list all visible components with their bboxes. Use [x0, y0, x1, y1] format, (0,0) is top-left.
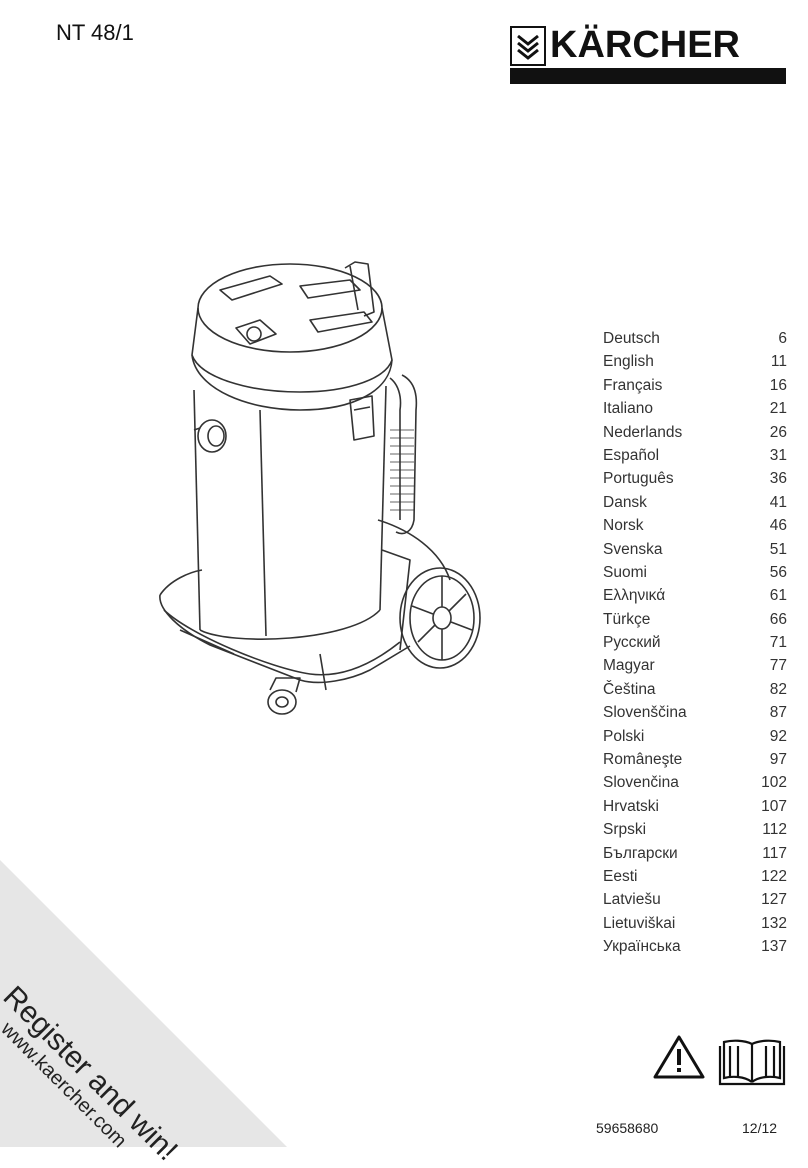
toc-language: Slovenčina: [603, 774, 679, 792]
toc-row[interactable]: Dansk 41: [603, 494, 787, 517]
toc-row[interactable]: Slovenščina 87: [603, 704, 787, 727]
toc-page-number: 41: [769, 493, 787, 511]
toc-language: Norsk: [603, 517, 644, 535]
toc-row[interactable]: Українська 137: [603, 938, 787, 961]
toc-language: Čeština: [603, 680, 656, 698]
toc-page-number: 127: [761, 891, 787, 909]
toc-language: Italiano: [603, 400, 653, 418]
toc-page-number: 6: [778, 330, 787, 347]
toc-language: Български: [603, 844, 678, 862]
toc-row[interactable]: Polski 92: [603, 728, 787, 751]
toc-page-number: 26: [769, 423, 787, 441]
toc-language: Româneşte: [603, 751, 683, 769]
toc-row[interactable]: Ελληνικά 61: [603, 587, 787, 610]
toc-page-number: 56: [769, 563, 787, 581]
toc-page-number: 122: [761, 867, 787, 885]
toc-row[interactable]: Svenska 51: [603, 541, 787, 564]
toc-row[interactable]: Latviešu 127: [603, 891, 787, 914]
toc-page-number: 112: [762, 821, 787, 839]
toc-page-number: 61: [769, 587, 787, 605]
toc-language: Español: [603, 446, 660, 464]
toc-row[interactable]: Deutsch 6: [603, 330, 787, 353]
toc-row[interactable]: Español 31: [603, 447, 787, 470]
toc-page-number: 46: [769, 517, 787, 535]
warning-triangle-icon: [653, 1035, 705, 1079]
toc-language: Українська: [603, 938, 681, 956]
toc-row[interactable]: Türkçe 66: [603, 611, 787, 634]
toc-row[interactable]: English 11: [603, 353, 787, 376]
model-title: NT 48/1: [56, 20, 134, 45]
brand-logo: KÄRCHER: [508, 22, 788, 88]
toc-page-number: 36: [769, 470, 787, 488]
toc-page-number: 82: [769, 680, 787, 698]
toc-page-number: 71: [769, 634, 787, 652]
toc-page-number: 31: [769, 446, 787, 464]
toc-language: Français: [603, 376, 663, 394]
toc-page-number: 97: [769, 751, 787, 769]
toc-language: Русский: [603, 634, 661, 652]
toc-language: Deutsch: [603, 330, 660, 347]
toc-row[interactable]: Italiano 21: [603, 400, 787, 423]
toc-language: Português: [603, 470, 674, 488]
toc-language: Ελληνικά: [603, 587, 666, 605]
print-date: 12/12: [742, 1120, 778, 1136]
toc-language: Eesti: [603, 867, 638, 885]
chevron-logo-icon: [510, 26, 546, 66]
toc-page-number: 107: [761, 797, 787, 815]
toc-page-number: 102: [761, 774, 787, 792]
toc-page-number: 66: [769, 610, 787, 628]
toc-page-number: 11: [770, 353, 787, 371]
toc-language: Suomi: [603, 563, 647, 581]
open-book-icon: [718, 1039, 786, 1086]
toc-page-number: 87: [769, 704, 787, 722]
toc-row[interactable]: Srpski 112: [603, 821, 787, 844]
toc-language: Magyar: [603, 657, 655, 675]
toc-language: Dansk: [603, 493, 647, 511]
brand-wordmark: KÄRCHER: [550, 24, 740, 66]
toc-row[interactable]: Български 117: [603, 845, 787, 868]
toc-row[interactable]: Slovenčina 102: [603, 774, 787, 797]
toc-row[interactable]: Româneşte 97: [603, 751, 787, 774]
toc-page-number: 92: [769, 727, 787, 745]
vacuum-cleaner-illustration: [159, 261, 481, 715]
part-number: 59658680: [596, 1120, 659, 1136]
toc-page-number: 117: [762, 844, 787, 862]
toc-language: Latviešu: [603, 891, 661, 909]
toc-row[interactable]: Português 36: [603, 470, 787, 493]
toc-page-number: 21: [769, 400, 787, 418]
toc-row[interactable]: Eesti 122: [603, 868, 787, 891]
toc-language: Polski: [603, 727, 645, 745]
toc-language: Nederlands: [603, 423, 683, 441]
toc-row[interactable]: Lietuviškai 132: [603, 915, 787, 938]
toc-page-number: 51: [769, 540, 787, 558]
toc-page-number: 137: [761, 938, 787, 956]
toc-language: Hrvatski: [603, 797, 659, 815]
toc-row[interactable]: Nederlands 26: [603, 424, 787, 447]
toc-row[interactable]: Suomi 56: [603, 564, 787, 587]
toc-row[interactable]: Русский 71: [603, 634, 787, 657]
toc-row[interactable]: Hrvatski 107: [603, 798, 787, 821]
toc-page-number: 77: [769, 657, 787, 675]
toc-row[interactable]: Magyar 77: [603, 657, 787, 680]
toc-row[interactable]: Norsk 46: [603, 517, 787, 540]
brand-bar: [510, 68, 786, 84]
toc-language: Srpski: [603, 821, 647, 839]
toc-row[interactable]: Čeština 82: [603, 681, 787, 704]
toc-language: Lietuviškai: [603, 914, 676, 932]
toc-page-number: 16: [769, 376, 787, 394]
toc-page-number: 132: [761, 914, 787, 932]
toc-language: English: [603, 353, 654, 371]
toc-row[interactable]: Français 16: [603, 377, 787, 400]
toc-language: Türkçe: [603, 610, 651, 628]
toc-language: Slovenščina: [603, 704, 687, 722]
toc-language: Svenska: [603, 540, 663, 558]
